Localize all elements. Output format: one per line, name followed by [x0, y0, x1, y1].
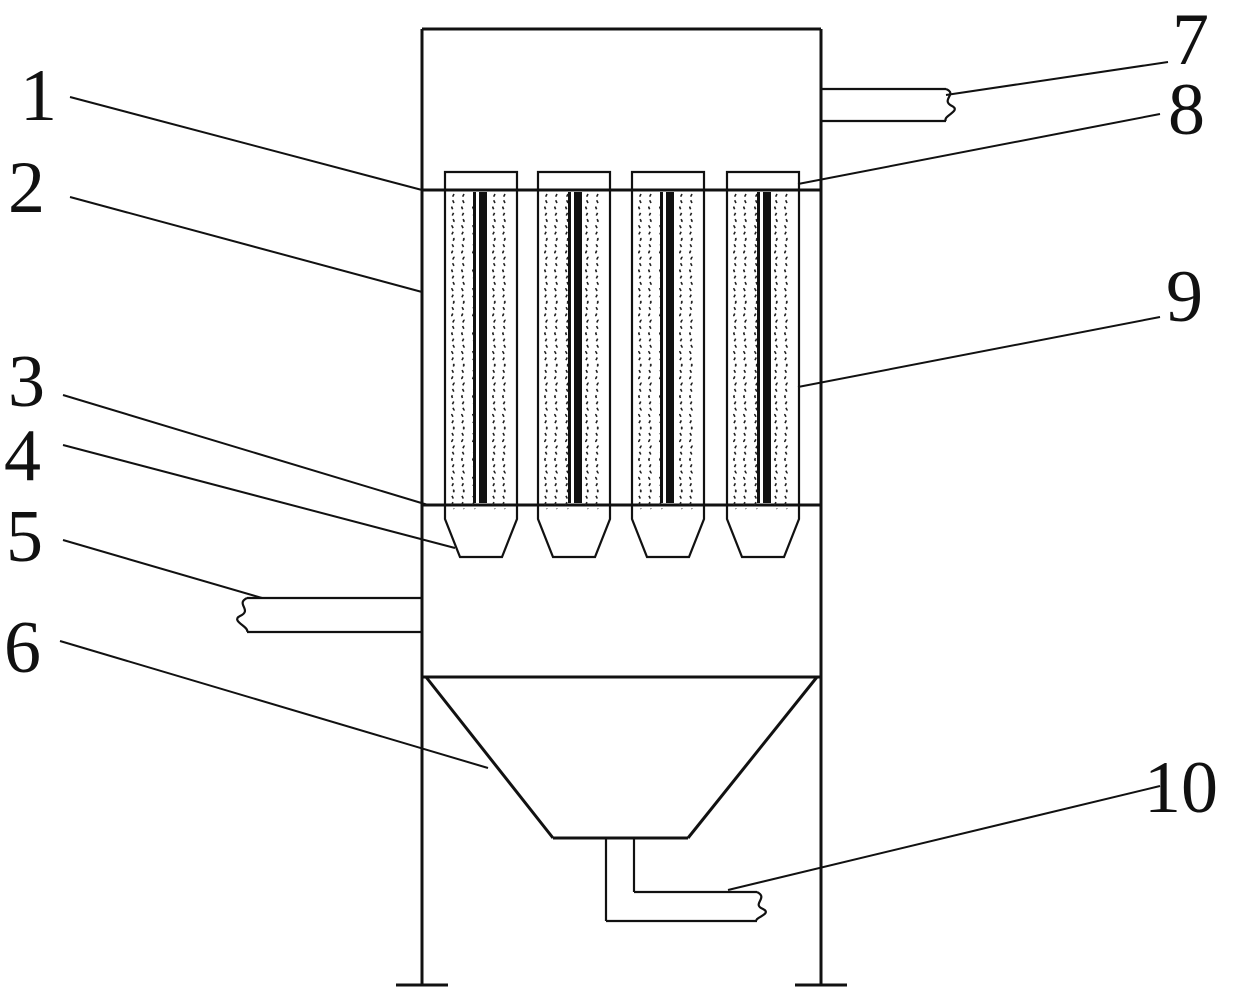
leader-lines — [59, 61, 1169, 891]
discharge-pipe — [604, 838, 767, 923]
label-5: 5 — [6, 496, 43, 578]
leader-7 — [945, 61, 1169, 96]
label-7: 7 — [1172, 0, 1209, 81]
leader-3 — [62, 394, 429, 506]
label-10: 10 — [1144, 747, 1218, 829]
leader-4 — [62, 444, 456, 549]
label-6: 6 — [4, 607, 41, 689]
label-3: 3 — [8, 341, 45, 423]
label-9: 9 — [1166, 256, 1203, 338]
leader-9 — [797, 316, 1161, 388]
leader-5 — [62, 539, 263, 599]
leader-8 — [797, 113, 1161, 185]
outlet-pipe — [821, 87, 956, 123]
leader-2 — [69, 196, 423, 293]
leader-1 — [69, 96, 423, 191]
filter-bags — [443, 170, 801, 559]
ash-hopper — [422, 675, 821, 840]
filter-bag — [630, 170, 706, 559]
labels: 1 2 3 4 5 6 7 8 9 10 — [4, 0, 1218, 829]
leader-6 — [59, 640, 489, 769]
filter-bag — [725, 170, 801, 559]
label-2: 2 — [8, 147, 45, 229]
label-8: 8 — [1168, 69, 1205, 151]
label-4: 4 — [4, 415, 41, 497]
housing — [396, 27, 847, 987]
label-1: 1 — [20, 55, 57, 137]
inlet-pipe — [236, 596, 422, 634]
filter-bag — [443, 170, 519, 559]
leader-10 — [727, 785, 1161, 891]
filter-bag — [536, 170, 612, 559]
